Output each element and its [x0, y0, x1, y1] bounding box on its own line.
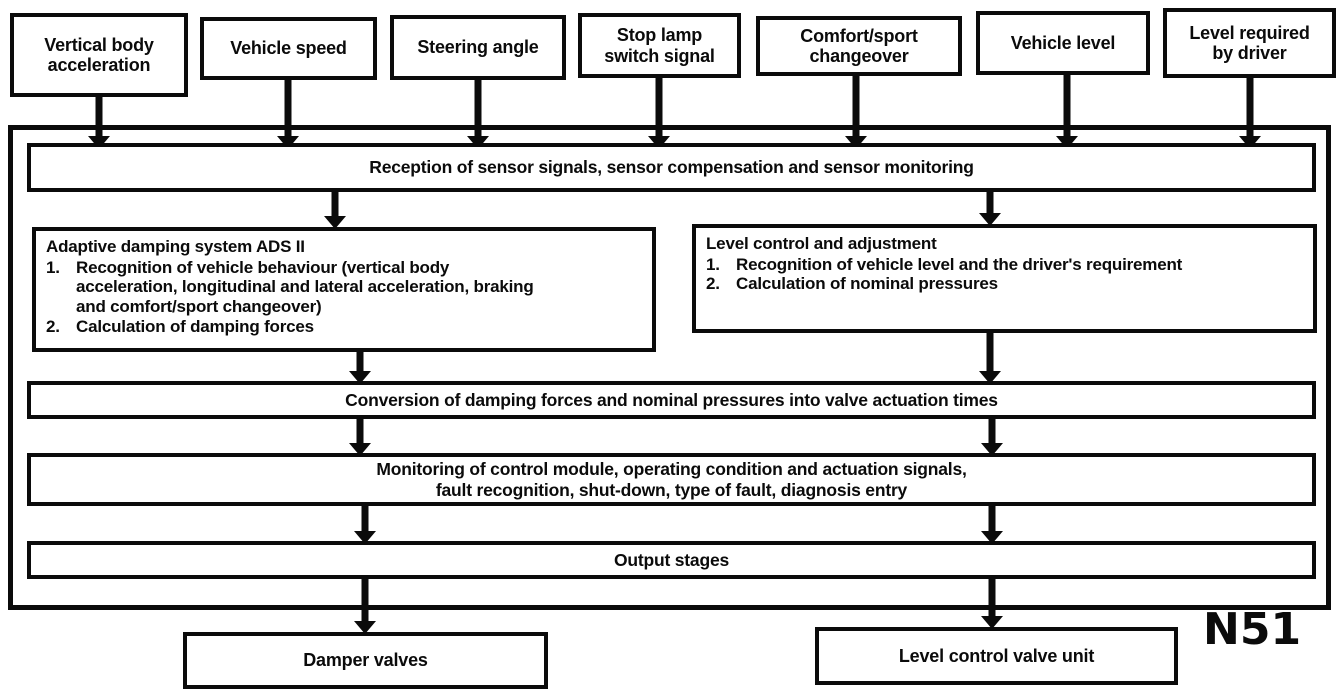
item-text: Calculation of damping forces [76, 316, 314, 336]
input-box-vertical-body-acceleration: Vertical body acceleration [10, 13, 188, 97]
input-box-level-required-by-driver: Level required by driver [1163, 8, 1336, 78]
item-text: Calculation of nominal pressures [736, 274, 998, 294]
stage-monitoring: Monitoring of control module, operating … [27, 453, 1316, 506]
input-box-comfort-sport-changeover: Comfort/sport changeover [756, 16, 962, 76]
control-module-frame [8, 125, 1331, 610]
stage-adaptive-damping: Adaptive damping system ADS II 1. Recogn… [32, 227, 656, 352]
arrow-down-icon [981, 504, 1003, 544]
input-box-vehicle-level: Vehicle level [976, 11, 1150, 75]
numbered-item: 1. Recognition of vehicle level and the … [706, 255, 1303, 275]
input-label: Comfort/sport changeover [800, 25, 918, 66]
arrow-down-icon [979, 191, 1001, 226]
output-label: Damper valves [303, 650, 428, 671]
stage-label: Monitoring of control module, operating … [376, 458, 967, 500]
arrow-down-icon [354, 504, 376, 544]
stage-reception: Reception of sensor signals, sensor comp… [27, 143, 1316, 192]
numbered-item: 2. Calculation of nominal pressures [706, 274, 1303, 294]
numbered-item: 1. Recognition of vehicle behaviour (ver… [46, 258, 642, 317]
stage-output-stages: Output stages [27, 541, 1316, 579]
input-label: Vehicle speed [230, 38, 347, 59]
arrow-down-icon [349, 417, 371, 456]
stage-level-control: Level control and adjustment 1. Recognit… [692, 224, 1317, 333]
input-label: Stop lamp switch signal [604, 25, 715, 66]
input-box-stop-lamp-switch-signal: Stop lamp switch signal [578, 13, 741, 78]
arrow-down-icon [354, 577, 376, 634]
arrow-down-icon [981, 577, 1003, 629]
input-label: Vertical body acceleration [44, 34, 154, 75]
item-text: Recognition of vehicle behaviour (vertic… [76, 257, 534, 317]
item-number: 1. [46, 257, 60, 277]
block-title: Level control and adjustment [706, 234, 937, 253]
input-box-steering-angle: Steering angle [390, 15, 566, 80]
item-number: 2. [706, 274, 720, 294]
stage-label: Reception of sensor signals, sensor comp… [369, 157, 974, 178]
arrow-down-icon [981, 417, 1003, 456]
output-box-damper-valves: Damper valves [183, 632, 548, 689]
stage-label: Output stages [613, 549, 730, 570]
block-title: Adaptive damping system ADS II [46, 237, 305, 256]
stage-conversion: Conversion of damping forces and nominal… [27, 381, 1316, 419]
item-number: 1. [706, 254, 720, 274]
arrow-down-icon [979, 331, 1001, 384]
item-number: 2. [46, 316, 60, 336]
item-text: Recognition of vehicle level and the dri… [736, 254, 1183, 274]
stage-label: Conversion of damping forces and nominal… [345, 389, 998, 410]
input-label: Level required by driver [1189, 22, 1310, 63]
input-label: Vehicle level [1010, 32, 1116, 53]
input-label: Steering angle [417, 37, 539, 58]
input-box-vehicle-speed: Vehicle speed [200, 17, 377, 80]
output-label: Level control valve unit [898, 645, 1095, 666]
numbered-item: 2. Calculation of damping forces [46, 317, 642, 337]
module-designation-n51: N51 [1203, 604, 1302, 655]
arrow-down-icon [349, 350, 371, 384]
arrow-down-icon [324, 191, 346, 229]
output-box-level-control-valve-unit: Level control valve unit [815, 627, 1178, 685]
